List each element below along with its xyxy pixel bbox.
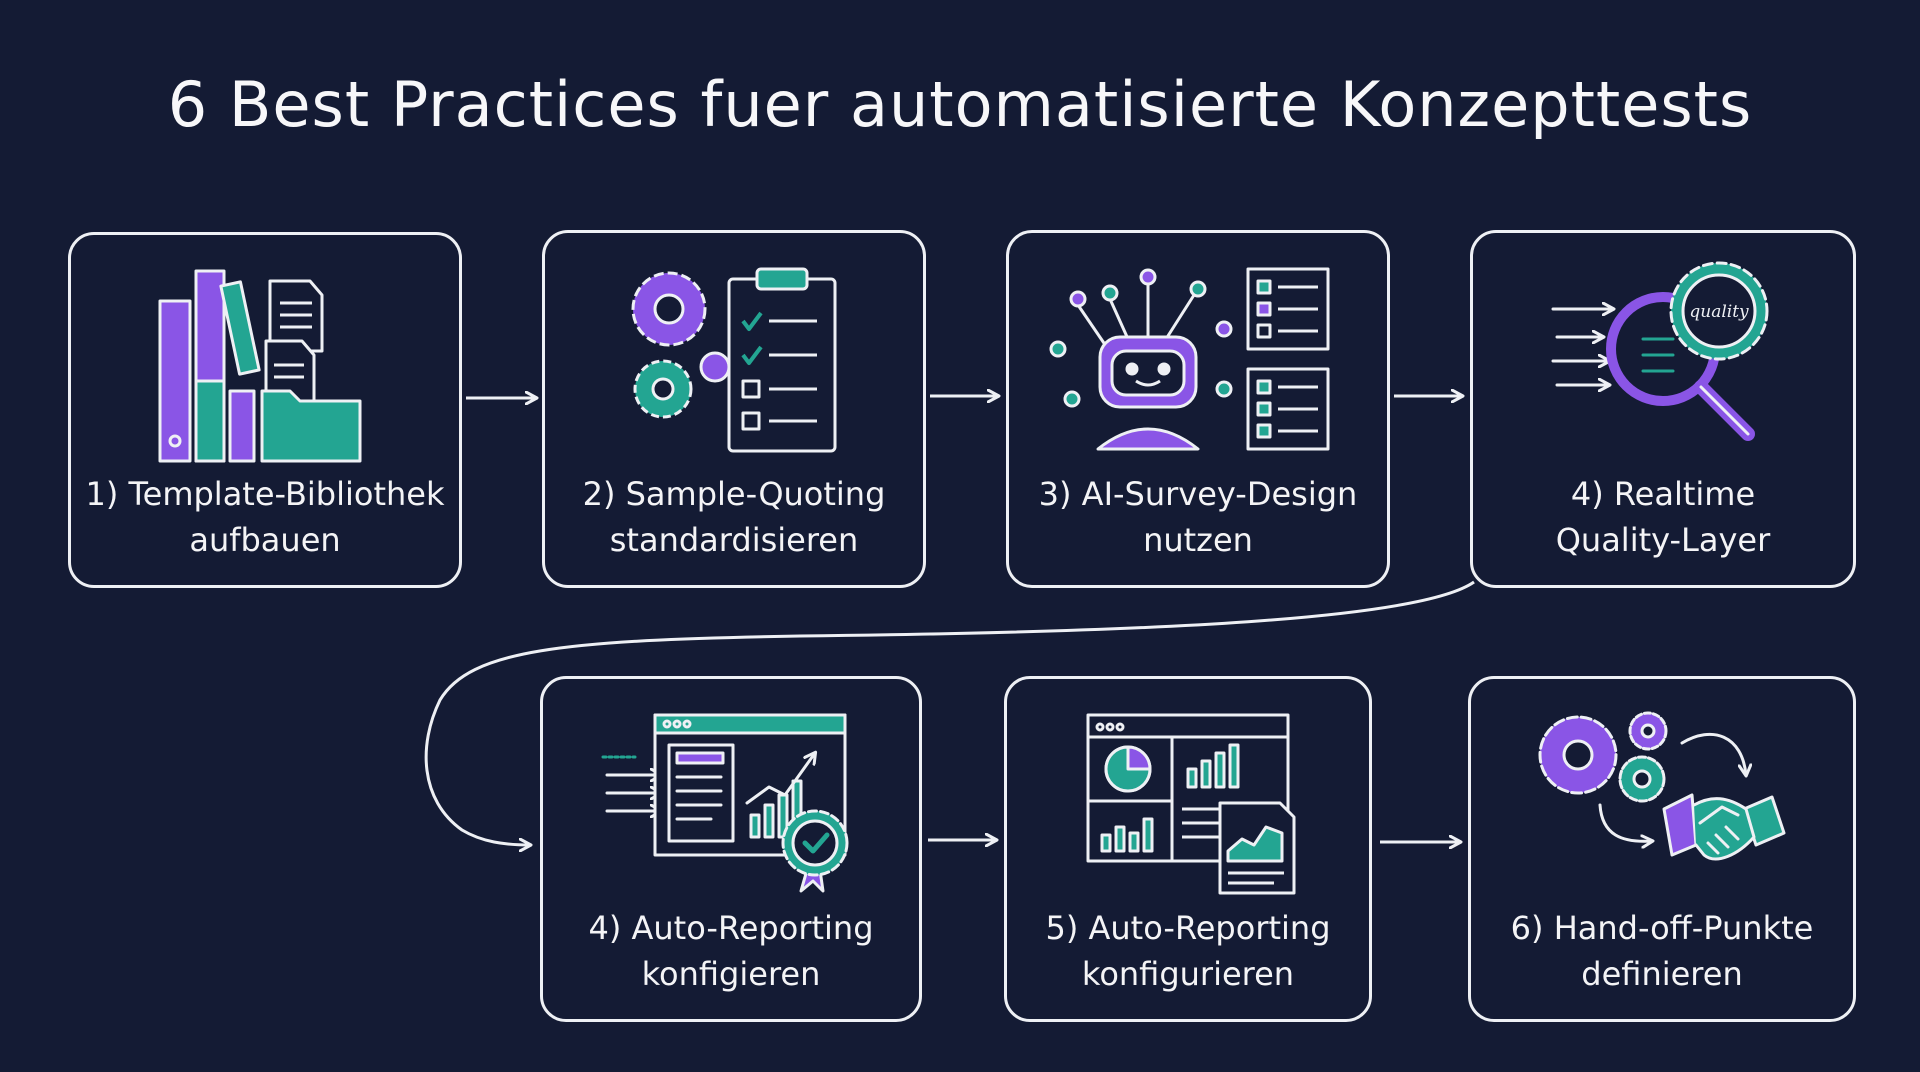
page-title: 6 Best Practices fuer automatisierte Kon… — [167, 68, 1753, 141]
step-card-6: 5) Auto-Reporting konfigurieren — [1004, 676, 1372, 1022]
magnifier-quality-badge-icon: quality — [1551, 261, 1769, 441]
quality-badge-text: quality — [1689, 302, 1749, 322]
step-label-7: 6) Hand-off-Punkte definieren — [1510, 909, 1814, 993]
step-label-1: 1) Template-Bibliothek aufbauen — [85, 475, 445, 559]
step-label-5: 4) Auto-Reporting konfigieren — [588, 909, 874, 993]
step-label-2: 2) Sample-Quoting standardisieren — [582, 475, 886, 559]
step-card-2: 2) Sample-Quoting standardisieren — [542, 230, 926, 588]
step-card-4: quality 4) Realtime Quality-Layer — [1470, 230, 1856, 588]
gears-handshake-icon — [1538, 711, 1786, 861]
step-card-7: 6) Hand-off-Punkte definieren — [1468, 676, 1856, 1022]
step-label-3: 3) AI-Survey-Design nutzen — [1038, 475, 1358, 559]
step-card-5: 4) Auto-Reporting konfigieren — [540, 676, 922, 1022]
step-label-4: 4) Realtime Quality-Layer — [1555, 475, 1771, 559]
step-card-3: 3) AI-Survey-Design nutzen — [1006, 230, 1390, 588]
dashboard-documents-icon — [1086, 713, 1296, 895]
report-dashboard-badge-icon — [601, 713, 849, 893]
arrow-4-to-5-curve — [424, 580, 1475, 845]
robot-checklist-icon — [1049, 267, 1330, 451]
step-label-6: 5) Auto-Reporting konfigurieren — [1045, 909, 1331, 993]
gears-checklist-icon — [631, 267, 837, 453]
library-books-folder-icon — [158, 269, 362, 463]
step-card-1: 1) Template-Bibliothek aufbauen — [68, 232, 462, 588]
